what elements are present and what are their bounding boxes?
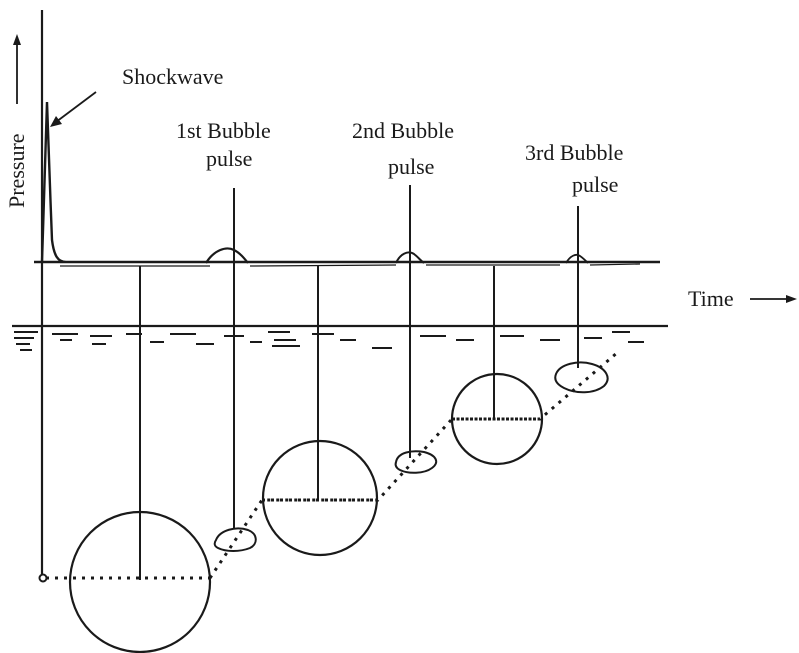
svg-text:3rd Bubble: 3rd Bubble [525, 140, 623, 165]
pulse-bump-3 [565, 253, 589, 264]
bubble-1 [68, 510, 212, 653]
collapsed-bubble-2 [394, 450, 438, 474]
svg-text:pulse: pulse [388, 154, 434, 179]
svg-text:2nd Bubble: 2nd Bubble [352, 118, 454, 143]
origin-marker [38, 573, 48, 583]
pressure-label: Pressure [4, 133, 29, 208]
pulse-label-3: 3rd Bubble pulse [525, 140, 623, 197]
water-ripples [14, 331, 644, 351]
bubble-radius-lines [46, 417, 540, 580]
pressure-trace [34, 101, 660, 264]
pulse-label-1: 1st Bubble pulse [176, 118, 271, 171]
bubble-migration-path [208, 350, 619, 579]
pressure-arrow-icon [13, 34, 21, 104]
shockwave-label: Shockwave [122, 64, 223, 89]
svg-text:pulse: pulse [572, 172, 618, 197]
pulse-bump-2 [395, 251, 425, 264]
shockwave-arrow-icon [50, 91, 97, 127]
collapsed-bubble-1 [213, 527, 257, 552]
svg-text:pulse: pulse [206, 146, 252, 171]
time-label: Time [688, 286, 734, 311]
bubble-2 [261, 439, 379, 557]
collapsed-bubble-3 [554, 361, 609, 394]
pulse-label-2: 2nd Bubble pulse [352, 118, 454, 179]
svg-text:1st Bubble: 1st Bubble [176, 118, 271, 143]
time-arrow-icon [750, 295, 797, 303]
